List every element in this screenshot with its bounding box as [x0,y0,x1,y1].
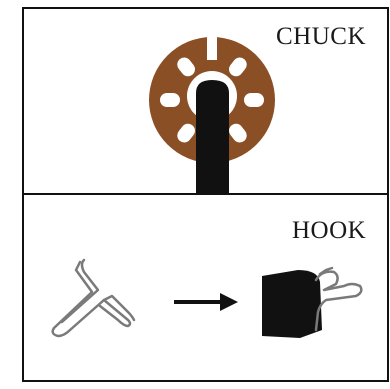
block-with-hook-icon [262,266,363,338]
hook-icon [51,258,136,338]
hook-label: HOOK [292,217,367,244]
arrow-right-icon [174,293,238,311]
chuck-label: CHUCK [276,23,367,50]
handle-icon [196,80,229,195]
